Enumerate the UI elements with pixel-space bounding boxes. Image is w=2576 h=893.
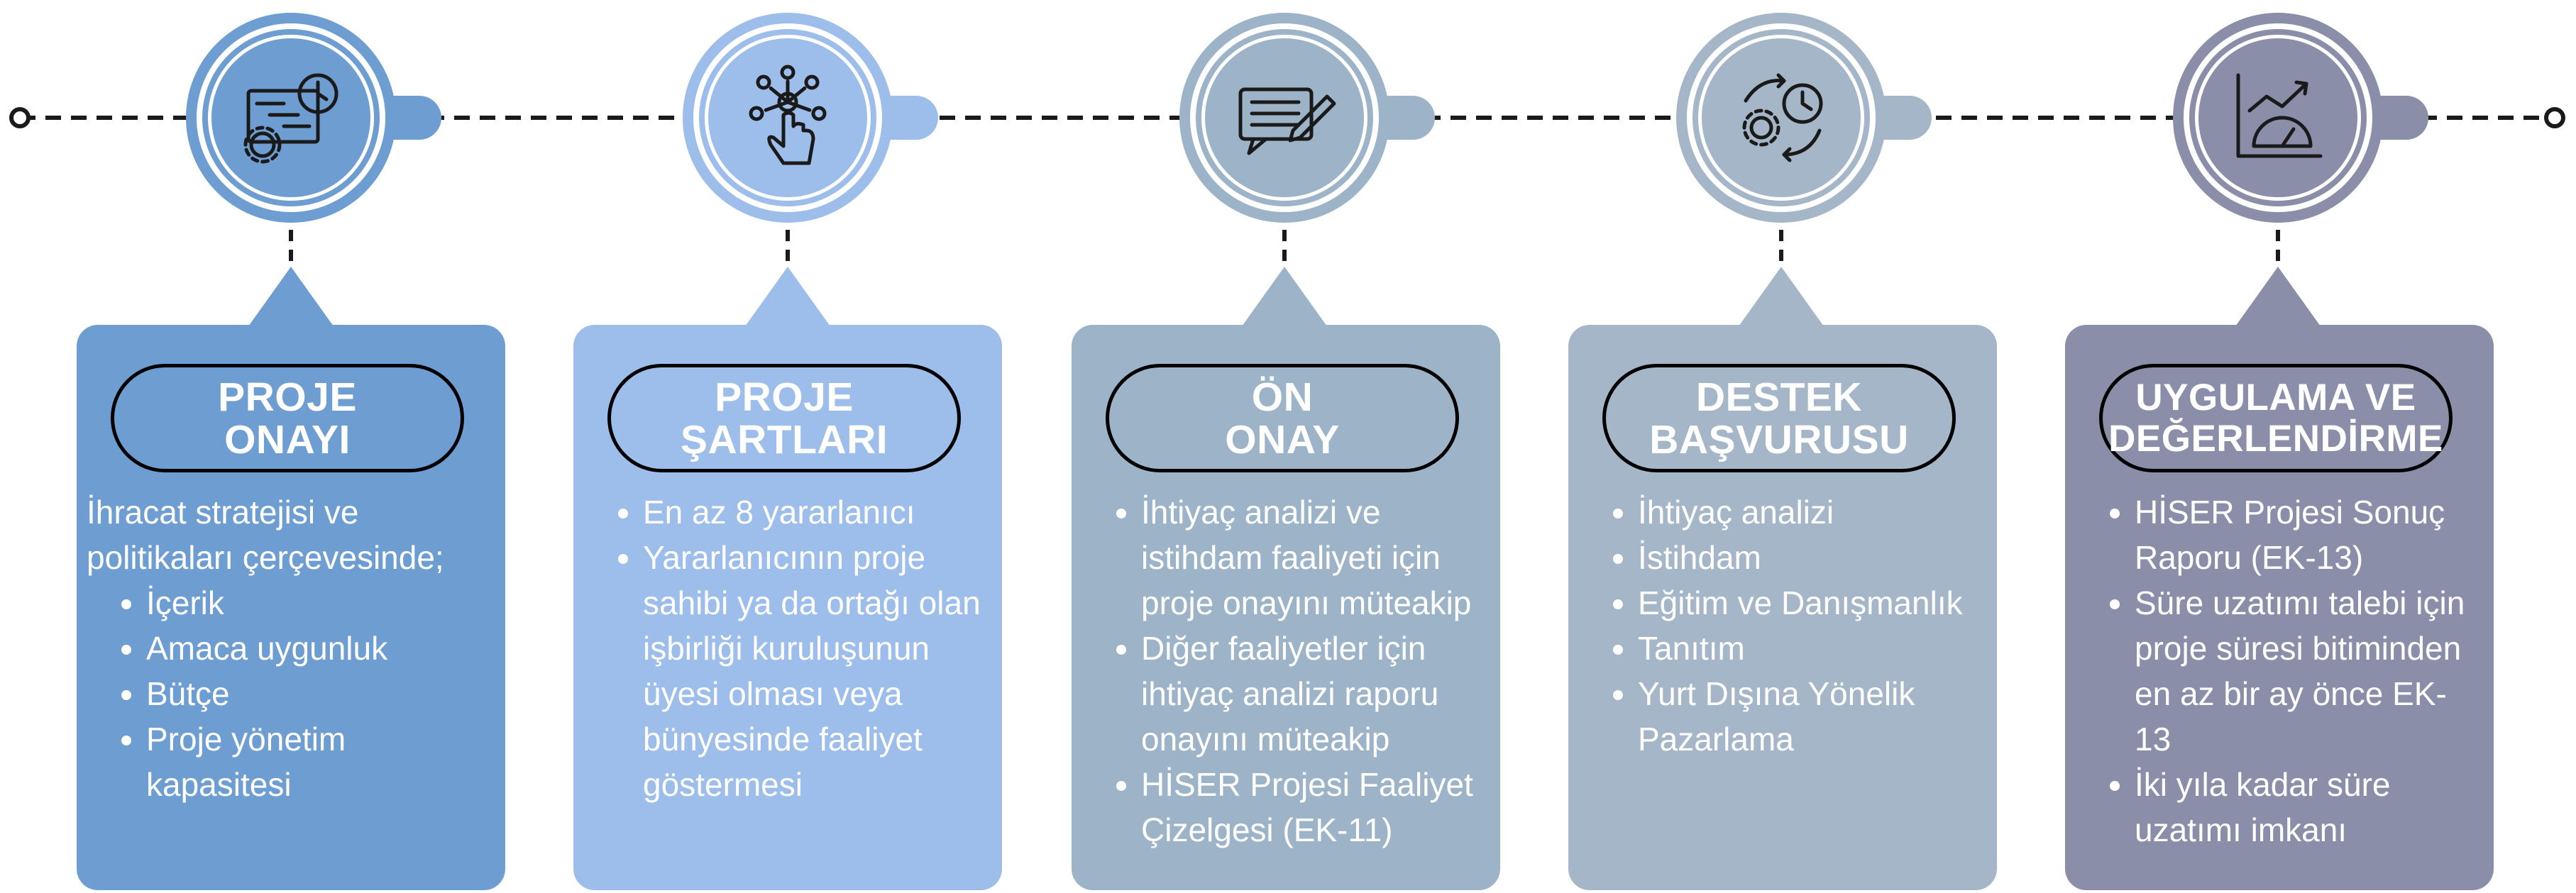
step-list-item: Yararlanıcının proje sahibi ya da ortağı… — [643, 535, 989, 807]
card-pointer — [2235, 267, 2321, 326]
step-body: İhracat stratejisi ve politikaları çerçe… — [87, 489, 492, 807]
document-pen-icon — [1238, 87, 1336, 155]
gear-clock-cycle-icon — [1742, 73, 1823, 162]
step-list-item: Proje yönetim kapasitesi — [146, 716, 492, 807]
step-list-item: Bütçe — [146, 671, 492, 716]
step-card-4: DESTEK BAŞVURUSU İhtiyaç analiziİstihdam… — [1568, 267, 1997, 890]
step-title: PROJE ŞARTLARI — [607, 364, 961, 472]
timeline — [9, 13, 2565, 284]
gantt-gear-clock-icon — [243, 73, 338, 164]
step-list-item: Eğitim ve Danışmanlık — [1638, 580, 1984, 626]
step-list: İhtiyaç analiziİstihdamEğitim ve Danışma… — [1578, 489, 1984, 762]
step-circle — [1702, 38, 1861, 197]
timeline-start-node — [9, 107, 31, 128]
step-list: HİSER Projesi Sonuç Raporu (EK-13)Süre u… — [2075, 489, 2481, 853]
step-body: En az 8 yararlanıcıYararlanıcının proje … — [583, 489, 989, 807]
step-list: En az 8 yararlanıcıYararlanıcının proje … — [583, 489, 989, 807]
step-list-item: HİSER Projesi Faaliyet Çizelgesi (EK-11) — [1141, 762, 1487, 853]
step-node — [2173, 13, 2428, 284]
timeline-end-node — [2544, 107, 2565, 128]
step-card-2: PROJE ŞARTLARI En az 8 yararlanıcıYararl… — [573, 267, 1002, 890]
step-card-3: ÖN ONAY İhtiyaç analizi ve istihdam faal… — [1072, 267, 1500, 890]
step-node — [1676, 13, 1932, 284]
step-card-5: UYGULAMA VE DEĞERLENDİRME HİSER Projesi … — [2065, 267, 2494, 890]
step-list-item: En az 8 yararlanıcı — [643, 489, 989, 535]
step-title: UYGULAMA VE DEĞERLENDİRME — [2099, 364, 2453, 472]
card-pointer — [745, 267, 830, 326]
chart-gauge-icon — [2236, 73, 2323, 158]
step-node — [683, 13, 938, 284]
step-list-item: İki yıla kadar süre uzatımı imkanı — [2135, 762, 2481, 853]
step-list-item: Amaca uygunluk — [146, 626, 492, 671]
step-circle — [211, 38, 370, 197]
step-body: İhtiyaç analiziİstihdamEğitim ve Danışma… — [1578, 489, 1984, 762]
step-circle — [1205, 38, 1364, 197]
step-list-item: Diğer faaliyetler için ihtiyaç analizi r… — [1141, 626, 1487, 762]
step-intro: İhracat stratejisi ve politikaları çerçe… — [87, 494, 444, 576]
step-list-item: İstihdam — [1638, 535, 1984, 580]
step-title: DESTEK BAŞVURUSU — [1602, 364, 1956, 472]
step-list-item: Yurt Dışına Yönelik Pazarlama — [1638, 671, 1984, 762]
hand-network-icon — [749, 65, 827, 165]
step-list-item: HİSER Projesi Sonuç Raporu (EK-13) — [2135, 489, 2481, 580]
step-circle — [708, 38, 867, 197]
step-title: ÖN ONAY — [1106, 364, 1459, 472]
step-card-1: PROJE ONAYI İhracat stratejisi ve politi… — [77, 267, 505, 890]
step-list-item: İçerik — [146, 580, 492, 626]
step-body: İhtiyaç analizi ve istihdam faaliyeti iç… — [1081, 489, 1487, 853]
step-node — [1179, 13, 1435, 284]
step-list: İhtiyaç analizi ve istihdam faaliyeti iç… — [1081, 489, 1487, 853]
card-pointer — [248, 267, 334, 326]
step-body: HİSER Projesi Sonuç Raporu (EK-13)Süre u… — [2075, 489, 2481, 853]
card-pointer — [1739, 267, 1824, 326]
card-pointer — [1242, 267, 1327, 326]
step-list-item: Tanıtım — [1638, 626, 1984, 671]
step-list-item: İhtiyaç analizi — [1638, 489, 1984, 535]
step-list: İçerikAmaca uygunlukBütçeProje yönetim k… — [87, 580, 492, 807]
step-list-item: Süre uzatımı talebi için proje süresi bi… — [2135, 580, 2481, 762]
step-list-item: İhtiyaç analizi ve istihdam faaliyeti iç… — [1141, 489, 1487, 626]
step-title: PROJE ONAYI — [111, 364, 464, 472]
step-node — [186, 13, 441, 284]
